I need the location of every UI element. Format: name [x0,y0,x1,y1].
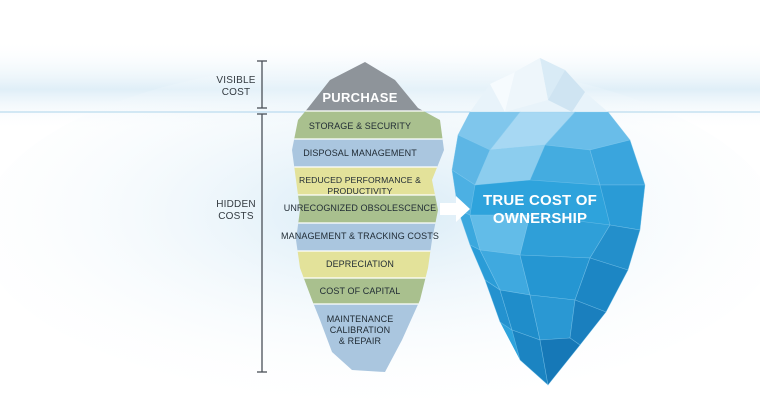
band-management-tracking [292,223,444,251]
band-disposal-management [292,139,444,167]
purchase-label: PURCHASE [322,90,398,105]
disposal-management-label: DISPOSAL MANAGEMENT [303,148,417,158]
management-tracking-label: MANAGEMENT & TRACKING COSTS [281,231,439,241]
visible-cost-label: VISIBLE COST [216,75,256,98]
band-unrecognized-obsolescence [292,195,444,223]
cost-of-capital-label: COST OF CAPITAL [319,286,401,296]
maintenance-label: MAINTENANCE CALIBRATION & REPAIR [326,314,394,346]
ice-facets [451,111,646,386]
band-storage-security [292,111,444,139]
depreciation-label: DEPRECIATION [325,259,395,269]
band-cost-of-capital [292,278,444,304]
reduced-performance-label: REDUCED PERFORMANCE & PRODUCTIVITY [299,175,421,196]
cost-bracket [257,60,267,373]
band-depreciation [292,251,444,278]
true-cost-of-ownership-label: TRUE COST OF OWNERSHIP [482,192,598,227]
band-reduced-performance [292,167,444,195]
storage-security-label: STORAGE & SECURITY [308,121,412,131]
arrow-right-icon [440,196,470,222]
hidden-costs-label: HIDDEN COSTS [216,199,256,222]
true-cost-iceberg [451,58,646,386]
unrecognized-obsolescence-label: UNRECOGNIZED OBSOLESCENCE [283,203,437,213]
